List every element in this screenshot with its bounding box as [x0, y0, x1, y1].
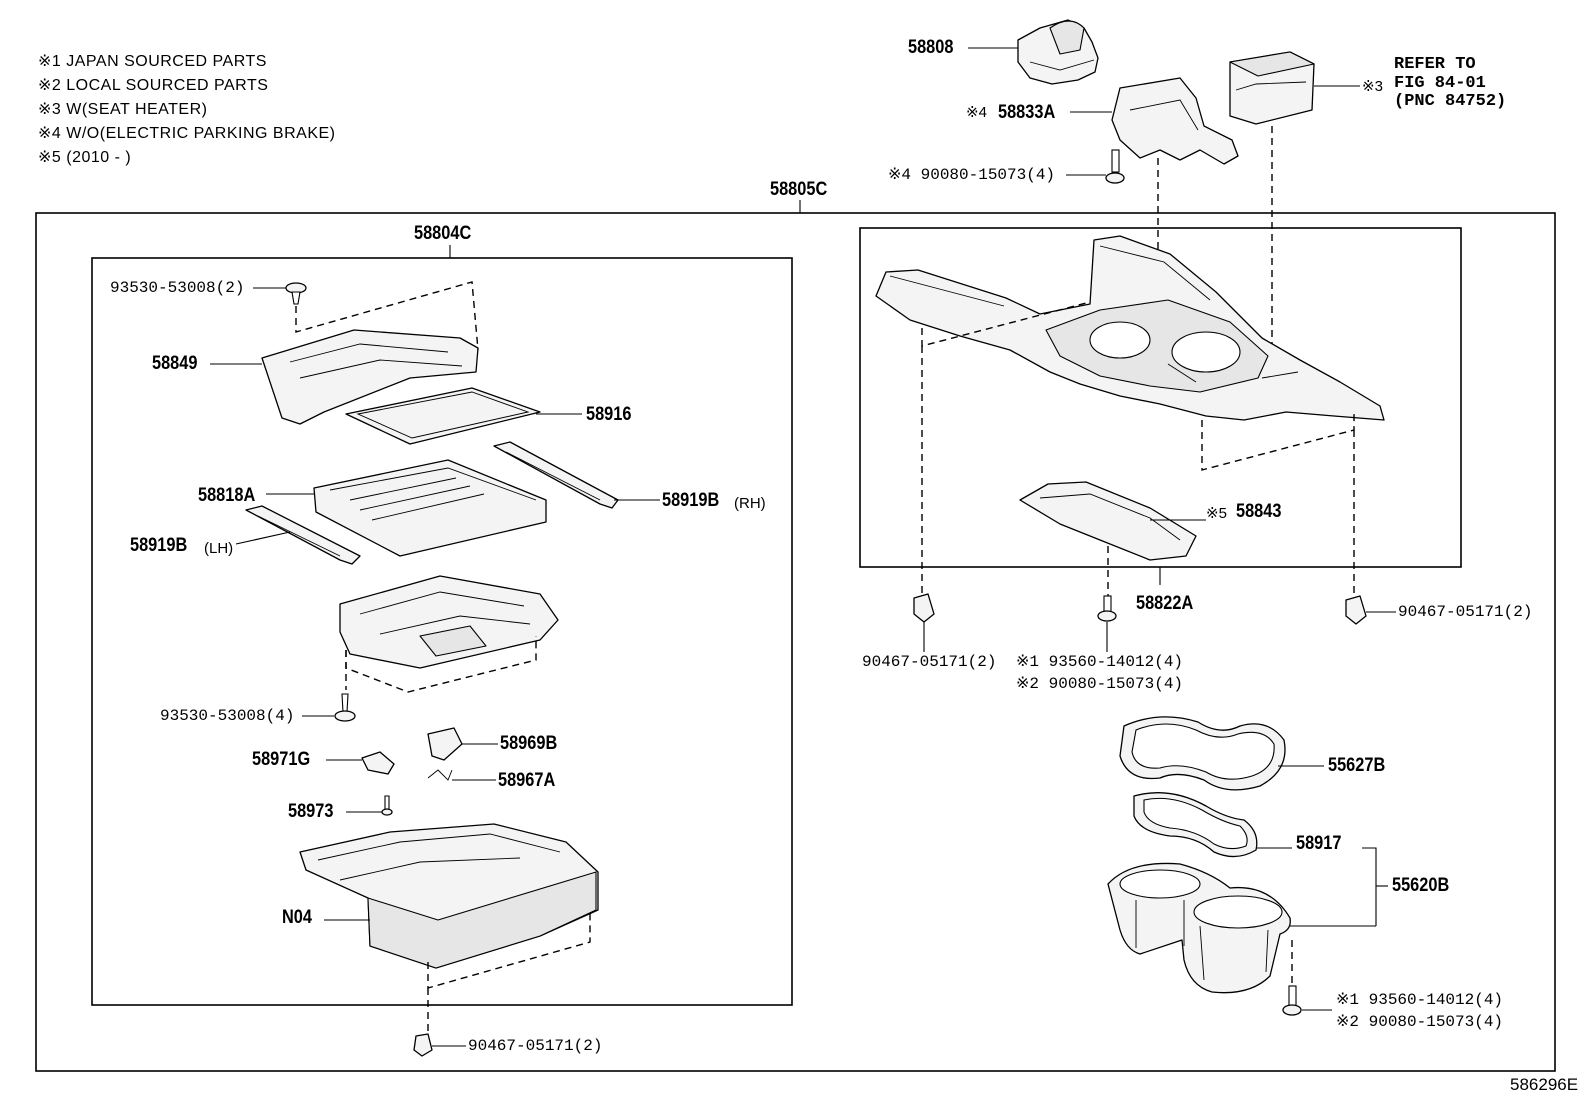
part-58917-drawing — [1133, 792, 1292, 858]
label-clip-right[interactable]: 90467-05171(2) — [1398, 603, 1533, 621]
clip-bottom-drawing — [413, 1033, 466, 1057]
label-bolt-right-2[interactable]: ※2 90080-15073(4) — [1336, 1013, 1504, 1031]
part-58919B-lh-drawing — [235, 505, 361, 565]
note-local-sourced: ※2 LOCAL SOURCED PARTS — [38, 77, 269, 94]
label-58917[interactable]: 58917 — [1296, 833, 1342, 854]
label-58833A[interactable]: 58833A — [998, 102, 1056, 123]
label-58919B-rh-side: (RH) — [734, 495, 766, 512]
label-58808[interactable]: 58808 — [908, 37, 954, 58]
label-bolt-right-1[interactable]: ※1 93560-14012(4) — [1336, 991, 1504, 1009]
label-58818A[interactable]: 58818A — [198, 485, 256, 506]
label-clip-left[interactable]: 90467-05171(2) — [862, 653, 997, 671]
part-55627B-drawing — [1119, 716, 1324, 791]
label-58833A-mark: ※4 — [966, 104, 987, 121]
part-58916-drawing — [345, 387, 582, 445]
frame-58804C — [91, 257, 793, 1006]
label-58971G[interactable]: 58971G — [252, 749, 311, 770]
label-clip-bottom[interactable]: 90467-05171(2) — [468, 1037, 603, 1055]
small-parts-drawing — [326, 727, 498, 816]
label-58804C[interactable]: 58804C — [414, 223, 472, 244]
label-refer-mark: ※3 — [1362, 78, 1383, 95]
label-58849[interactable]: 58849 — [152, 353, 198, 374]
screw-top-drawing — [253, 282, 307, 305]
label-screw-bottom[interactable]: 93530-53008(4) — [160, 707, 295, 725]
bolt-top-drawing — [1066, 149, 1125, 184]
label-58822A[interactable]: 58822A — [1136, 593, 1194, 614]
label-bolt-top[interactable]: ※4 90080-15073(4) — [888, 166, 1056, 184]
label-bolt-mid-2[interactable]: ※2 90080-15073(4) — [1016, 675, 1184, 693]
label-58973[interactable]: 58973 — [288, 801, 334, 822]
part-58818A-drawing — [266, 459, 547, 557]
label-58919B-rh[interactable]: 58919B — [662, 490, 720, 511]
part-N04-drawing — [299, 823, 599, 1036]
label-58843-mark: ※5 — [1206, 505, 1227, 522]
note-electric-parking-brake: ※4 W/O(ELECTRIC PARKING BRAKE) — [38, 125, 336, 142]
part-58808-drawing — [968, 19, 1099, 85]
label-55627B[interactable]: 55627B — [1328, 755, 1386, 776]
part-58849-drawing — [210, 281, 479, 425]
label-58919B-lh[interactable]: 58919B — [130, 535, 188, 556]
middle-tray-drawing — [339, 575, 559, 693]
label-58969B[interactable]: 58969B — [500, 733, 558, 754]
label-58843[interactable]: 58843 — [1236, 501, 1282, 522]
assembly-frames — [35, 200, 1556, 1072]
frame-58805C — [35, 212, 1556, 1072]
label-58919B-lh-side: (LH) — [204, 540, 234, 557]
seat-heater-switch-drawing — [1229, 51, 1360, 360]
screw-bottom-drawing — [302, 693, 356, 722]
note-japan-sourced: ※1 JAPAN SOURCED PARTS — [38, 53, 267, 70]
note-seat-heater: ※3 W(SEAT HEATER) — [38, 101, 208, 118]
console-panel-drawing — [875, 235, 1385, 596]
right-fasteners-drawing — [913, 593, 1396, 652]
part-58919B-rh-drawing — [493, 441, 660, 509]
figure-id: 586296E — [1510, 1075, 1579, 1094]
label-58967A[interactable]: 58967A — [498, 770, 556, 791]
part-55620B-drawing — [1107, 847, 1388, 994]
label-screw-top[interactable]: 93530-53008(2) — [110, 279, 245, 297]
note-2010: ※5 (2010 - ) — [38, 149, 132, 166]
label-N04[interactable]: N04 — [282, 907, 312, 928]
bolt-right-drawing — [1282, 985, 1332, 1016]
label-refer-fig[interactable]: REFER TO FIG 84-01 (PNC 84752) — [1394, 55, 1507, 112]
label-55620B[interactable]: 55620B — [1392, 875, 1450, 896]
label-58916[interactable]: 58916 — [586, 404, 632, 425]
part-58843-drawing — [1019, 481, 1206, 596]
label-58805C[interactable]: 58805C — [770, 179, 828, 200]
label-bolt-mid-1[interactable]: ※1 93560-14012(4) — [1016, 653, 1184, 671]
